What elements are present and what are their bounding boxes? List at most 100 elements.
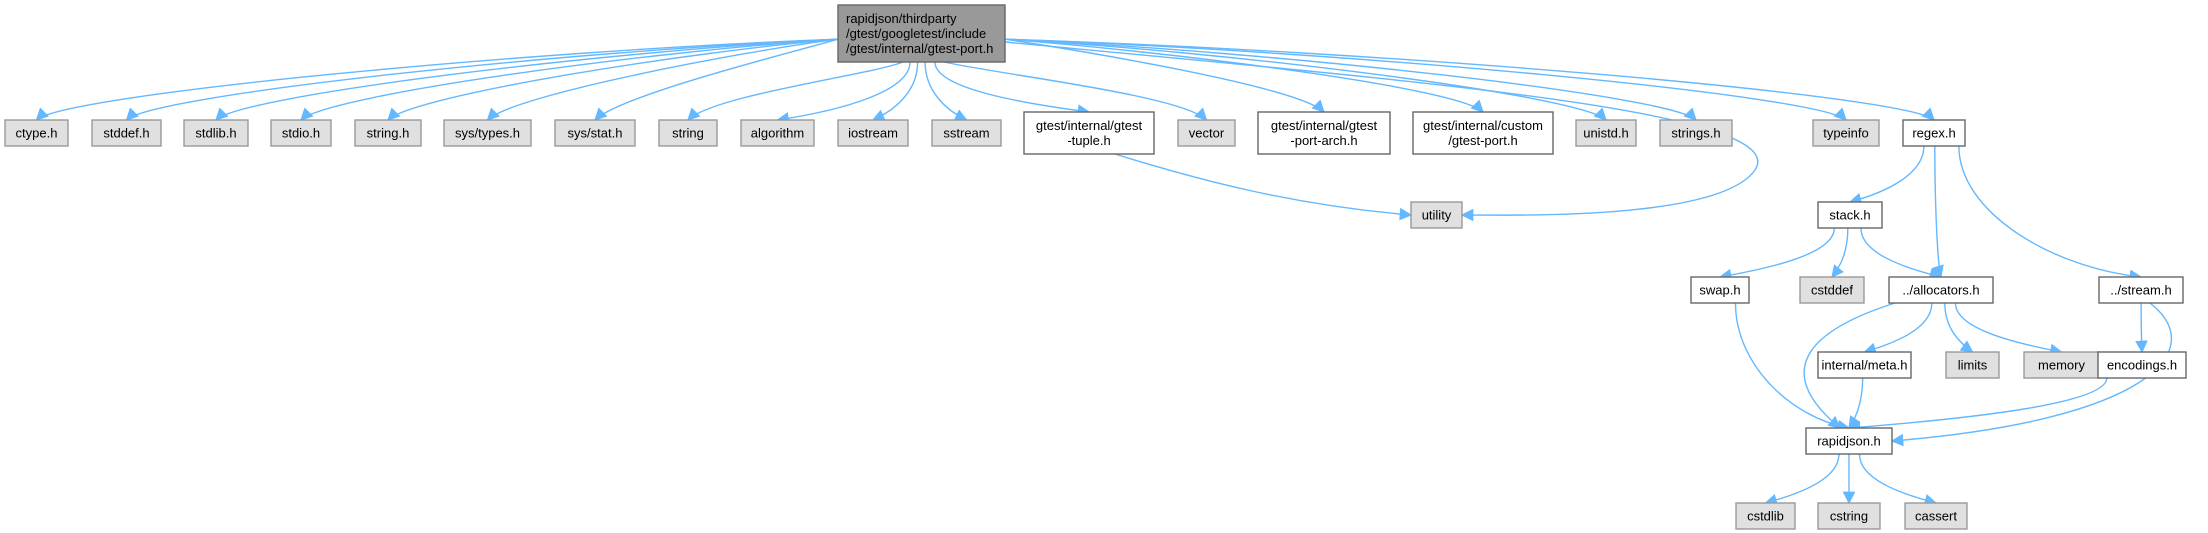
node-encodings[interactable]: encodings.h [2097, 351, 2187, 379]
node-label: /gtest-port.h [1448, 133, 1517, 148]
node-label: gtest/internal/gtest [1271, 118, 1378, 133]
node-box [931, 119, 1002, 147]
node-label: algorithm [751, 126, 804, 141]
node-swap[interactable]: swap.h [1690, 276, 1750, 304]
edge-root-to-string_h [387, 38, 839, 121]
edge-root-to-typeinfo [1004, 38, 1847, 121]
node-memory: memory [2023, 351, 2100, 379]
node-label: strings.h [1671, 126, 1720, 141]
node-stdlib: stdlib.h [183, 119, 249, 147]
node-vector: vector [1177, 119, 1236, 147]
edge-allocators-to-rapidjson [1803, 302, 1896, 429]
node-stream[interactable]: ../stream.h [2098, 276, 2184, 304]
node-box [91, 119, 162, 147]
node-utility: utility [1410, 201, 1463, 229]
node-string_h: string.h [354, 119, 422, 147]
node-box [270, 119, 332, 147]
node-label: memory [2038, 358, 2085, 373]
edge-root-to-vector [944, 61, 1208, 121]
node-allocators[interactable]: ../allocators.h [1888, 276, 1994, 304]
node-box [1412, 111, 1554, 155]
edge-root-to-gtest_tuple [934, 61, 1091, 117]
edge-root-to-algorithm [776, 61, 911, 125]
node-box [1177, 119, 1236, 147]
node-box [1817, 201, 1883, 229]
edge-root-to-unistd [1004, 38, 1607, 121]
node-label: -port-arch.h [1290, 133, 1357, 148]
node-label: ctype.h [16, 126, 58, 141]
node-box [1817, 502, 1881, 530]
edge-allocators-to-limits [1944, 302, 1974, 353]
node-stack[interactable]: stack.h [1817, 201, 1883, 229]
edge-meta-to-rapidjson [1848, 377, 1864, 430]
node-regex[interactable]: regex.h [1902, 119, 1966, 147]
node-label: gtest/internal/gtest [1036, 118, 1143, 133]
node-box [1812, 119, 1880, 147]
node-cstdlib: cstdlib [1735, 502, 1796, 530]
node-sysstat: sys/stat.h [554, 119, 636, 147]
edge-regex-to-allocators [1931, 145, 1944, 279]
node-box [2023, 351, 2100, 379]
edge-rapidjson-to-cstdlib [1764, 453, 1840, 507]
node-systypes: sys/types.h [443, 119, 532, 147]
node-box [2098, 276, 2184, 304]
node-cstddef: cstddef [1799, 276, 1865, 304]
node-meta[interactable]: internal/meta.h [1817, 351, 1912, 379]
edge-allocators-to-meta [1863, 302, 1933, 355]
node-box [4, 119, 69, 147]
node-iostream: iostream [837, 119, 909, 147]
node-label: /gtest/googletest/include [846, 26, 986, 41]
node-box [740, 119, 815, 147]
node-gtest_custom[interactable]: gtest/internal/custom/gtest-port.h [1412, 111, 1554, 155]
node-string: string [658, 119, 718, 147]
edge-stream-to-rapidjson [1890, 302, 2173, 447]
node-stddef: stddef.h [91, 119, 162, 147]
node-ctype: ctype.h [4, 119, 69, 147]
edge-root-to-sstream [924, 61, 968, 121]
node-strings: strings.h [1659, 119, 1733, 147]
edge-regex-to-stream [1958, 145, 2143, 283]
node-box [1257, 111, 1391, 155]
edge-root-to-stdio [300, 38, 839, 121]
edge-gtest_tuple-to-utility [1114, 153, 1413, 221]
node-label: /gtest/internal/gtest-port.h [846, 41, 993, 56]
edge-rapidjson-to-cassert [1858, 453, 1938, 507]
edge-allocators-to-memory [1954, 302, 2063, 357]
node-label: string [672, 126, 704, 141]
node-box [1817, 351, 1912, 379]
node-label: stdio.h [282, 126, 320, 141]
node-label: stack.h [1829, 208, 1870, 223]
edge-root-to-stddef [125, 38, 839, 121]
node-box [1659, 119, 1733, 147]
node-label: gtest/internal/custom [1423, 118, 1543, 133]
node-cassert: cassert [1904, 502, 1968, 530]
edge-stack-to-swap [1718, 227, 1836, 282]
node-unistd: unistd.h [1575, 119, 1637, 147]
node-label: sstream [943, 126, 989, 141]
node-gtest_arch[interactable]: gtest/internal/gtest-port-arch.h [1257, 111, 1391, 155]
node-label: sys/types.h [455, 126, 520, 141]
edge-root-to-iostream [871, 61, 919, 122]
node-root[interactable]: rapidjson/thirdparty/gtest/googletest/in… [837, 4, 1006, 63]
node-box [443, 119, 532, 147]
node-typeinfo: typeinfo [1812, 119, 1880, 147]
node-box [1410, 201, 1463, 229]
node-label: cstddef [1811, 283, 1853, 298]
node-box [1902, 119, 1966, 147]
edges-layer [35, 38, 2173, 507]
node-label: cassert [1915, 509, 1957, 524]
node-label: regex.h [1912, 126, 1955, 141]
edge-root-to-utility [1004, 41, 1759, 222]
node-rapidjson[interactable]: rapidjson.h [1805, 427, 1893, 455]
node-label: swap.h [1699, 283, 1740, 298]
node-box [1888, 276, 1994, 304]
edge-regex-to-stack [1848, 145, 1925, 206]
node-box [554, 119, 636, 147]
node-label: cstdlib [1747, 509, 1784, 524]
node-box [837, 119, 909, 147]
node-sstream: sstream [931, 119, 1002, 147]
node-label: stdlib.h [195, 126, 236, 141]
node-gtest_tuple[interactable]: gtest/internal/gtest-tuple.h [1023, 111, 1155, 155]
nodes-layer: rapidjson/thirdparty/gtest/googletest/in… [4, 4, 2187, 530]
